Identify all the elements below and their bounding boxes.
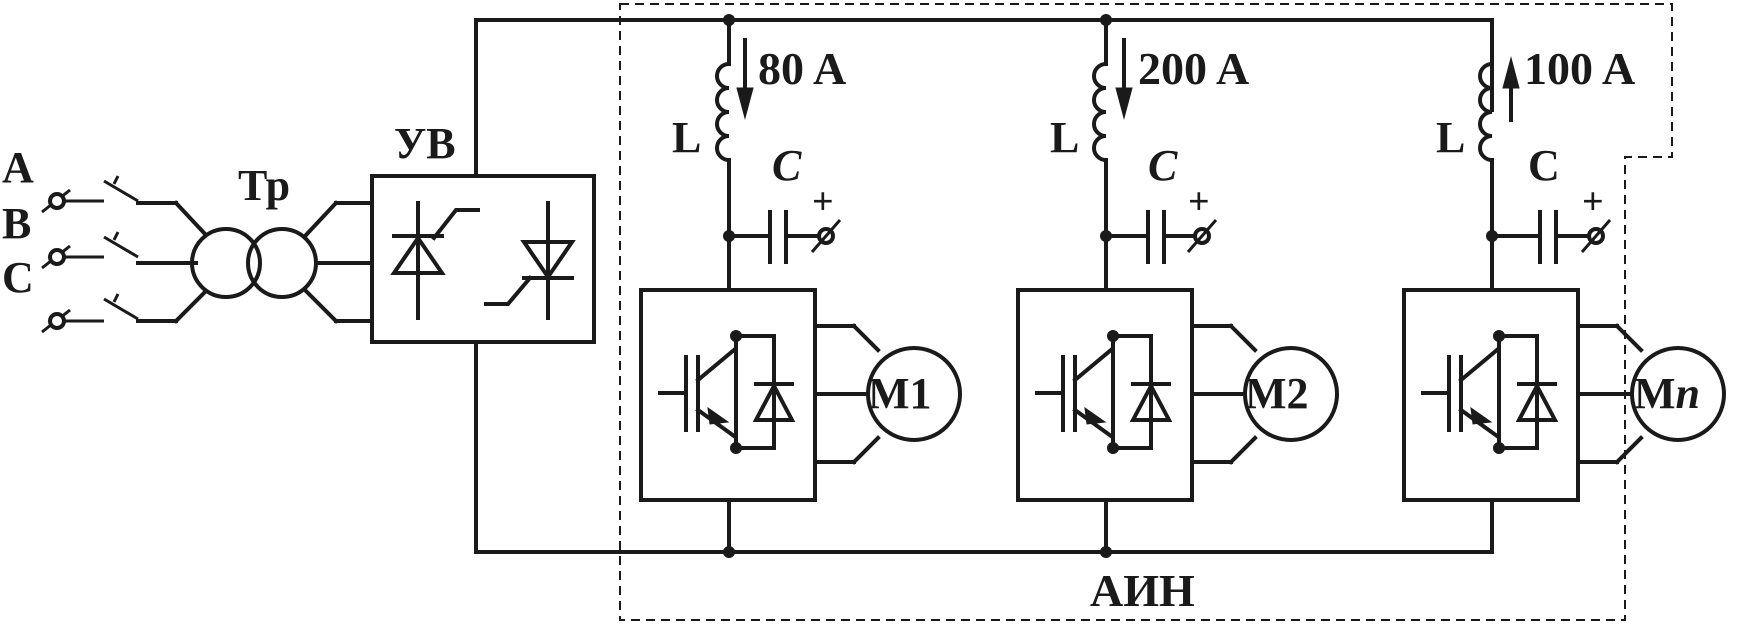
current-1-label: 80 A bbox=[758, 43, 846, 94]
motor-n bbox=[1630, 346, 1726, 442]
phase-b-label: B bbox=[2, 199, 31, 248]
motor-n-label: Mn bbox=[1634, 369, 1700, 418]
phase-a-label: A bbox=[2, 143, 34, 192]
capacitor-n-label: C bbox=[1528, 141, 1560, 190]
capacitor-n-plus: + bbox=[1582, 181, 1604, 223]
motor-2 bbox=[1243, 346, 1339, 442]
inductor-n-label: L bbox=[1436, 113, 1465, 162]
inductor-2 bbox=[1092, 61, 1109, 163]
capacitor-2-plus: + bbox=[1188, 181, 1210, 223]
motor-1-label: M1 bbox=[868, 369, 932, 418]
inverter-group-label: АИН bbox=[1090, 565, 1195, 616]
motor-1 bbox=[866, 346, 962, 442]
capacitor-1-label: C bbox=[772, 141, 802, 190]
transformer-label: Тр bbox=[238, 161, 290, 210]
dc-bus bbox=[474, 18, 1494, 554]
three-phase-input: A B C bbox=[2, 143, 209, 334]
current-n-label: 100 A bbox=[1524, 43, 1635, 94]
transformer: Тр bbox=[190, 161, 374, 324]
inductor-2-label: L bbox=[1050, 113, 1079, 162]
branch-1: L 80 A C + bbox=[639, 14, 962, 558]
motor-2-label: M2 bbox=[1245, 369, 1309, 418]
inverter-group-boundary bbox=[619, 3, 1673, 621]
phase-c-label: C bbox=[2, 253, 34, 302]
inductor-1-label: L bbox=[672, 113, 701, 162]
inductor-n bbox=[1478, 61, 1495, 163]
rectifier-label: УВ bbox=[394, 119, 456, 168]
branch-2: L 200 A C + M2 bbox=[1016, 14, 1339, 558]
branch-n: L 100 A C + Mn bbox=[1402, 18, 1726, 502]
capacitor-2-label: C bbox=[1148, 141, 1178, 190]
rectifier: УВ bbox=[370, 119, 596, 344]
current-2-label: 200 A bbox=[1138, 43, 1249, 94]
motor-n-suffix: n bbox=[1676, 369, 1700, 418]
inductor-1 bbox=[715, 61, 732, 163]
capacitor-1-plus: + bbox=[812, 181, 834, 223]
